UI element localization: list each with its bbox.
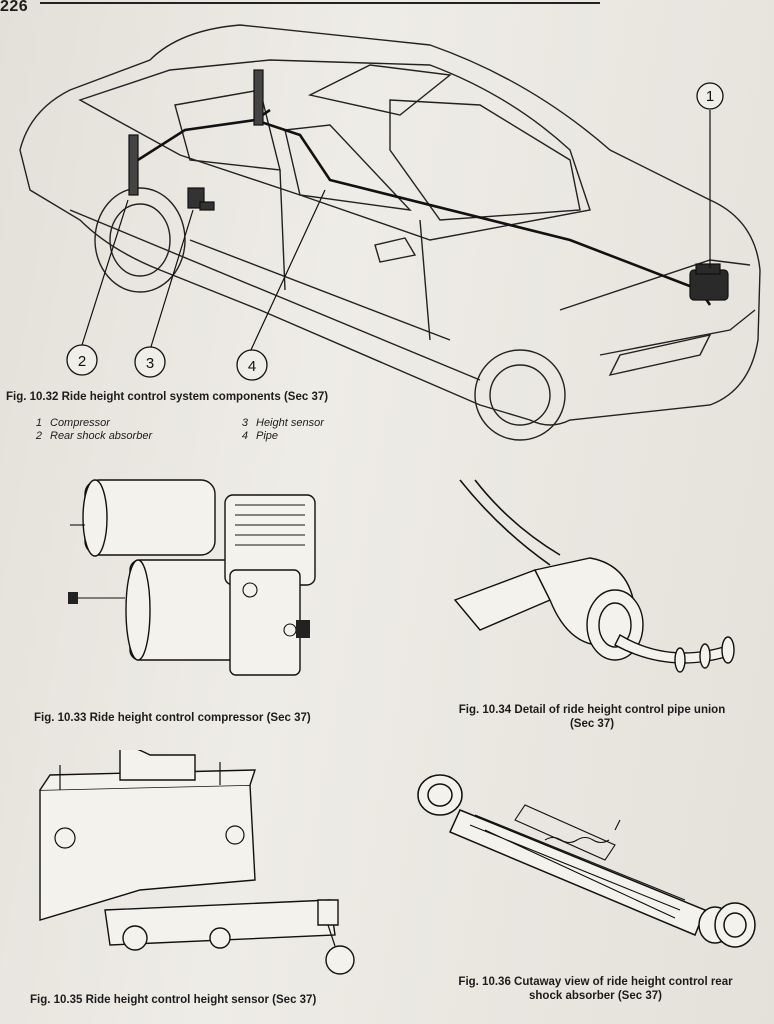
legend-item: 2 Rear shock absorber xyxy=(20,430,152,443)
height-sensor-drawing xyxy=(39,750,355,975)
legend-text: Compressor xyxy=(50,417,110,429)
callout-2-circle xyxy=(66,344,98,376)
callout-3-circle xyxy=(134,346,166,378)
figure-10-36-illustration xyxy=(415,770,760,960)
legend-text: Pipe xyxy=(256,430,279,442)
callout-4: 4 xyxy=(248,358,256,375)
pipe-union-drawing xyxy=(453,479,735,673)
legend-number: 1 xyxy=(35,417,42,429)
legend-number: 4 xyxy=(241,430,248,442)
fig-10-36-caption: Fig. 10.36 Cutaway view of ride height c… xyxy=(438,975,753,1003)
callout-1: 1 xyxy=(706,88,714,105)
car-drawing: 1 2 3 4 xyxy=(19,24,761,441)
fig-10-35-caption: Fig. 10.35 Ride height control height se… xyxy=(30,994,317,1006)
fig-10-32-caption: Fig. 10.32 Ride height control system co… xyxy=(6,391,329,403)
callout-4-circle xyxy=(236,349,268,381)
fig-10-33-caption: Fig. 10.33 Ride height control compresso… xyxy=(34,712,311,724)
callout-2: 2 xyxy=(78,353,86,370)
caption-line: Fig. 10.36 Cutaway view of ride height c… xyxy=(458,976,733,988)
legend-item: 1 Compressor xyxy=(20,417,152,430)
legend-item: 3 Height sensor xyxy=(226,417,324,430)
legend-item: 4 Pipe xyxy=(226,430,324,443)
callout-3: 3 xyxy=(146,355,154,372)
header-rule xyxy=(40,2,600,4)
figure-10-35-illustration xyxy=(20,750,370,980)
legend-number: 2 xyxy=(35,430,42,442)
caption-line: Fig. 10.34 Detail of ride height control… xyxy=(458,704,726,716)
fig-10-34-caption: Fig. 10.34 Detail of ride height control… xyxy=(442,703,742,731)
legend-text: Rear shock absorber xyxy=(50,430,153,442)
legend-text: Height sensor xyxy=(256,417,324,429)
legend-number: 3 xyxy=(241,417,248,429)
caption-line: shock absorber (Sec 37) xyxy=(529,990,662,1002)
fig-10-32-legend-right: 3 Height sensor 4 Pipe xyxy=(226,417,324,443)
fig-10-32-legend-left: 1 Compressor 2 Rear shock absorber xyxy=(20,417,152,443)
callout-1-circle xyxy=(696,82,724,110)
compressor-drawing xyxy=(68,479,316,676)
caption-line: (Sec 37) xyxy=(569,718,615,730)
shock-absorber-cutaway-drawing xyxy=(417,774,756,948)
figure-10-32-illustration: 1 2 3 4 xyxy=(10,10,770,450)
page-number: 226 xyxy=(0,0,29,15)
figure-10-34-illustration xyxy=(440,470,740,690)
figure-10-33-illustration xyxy=(60,470,330,690)
